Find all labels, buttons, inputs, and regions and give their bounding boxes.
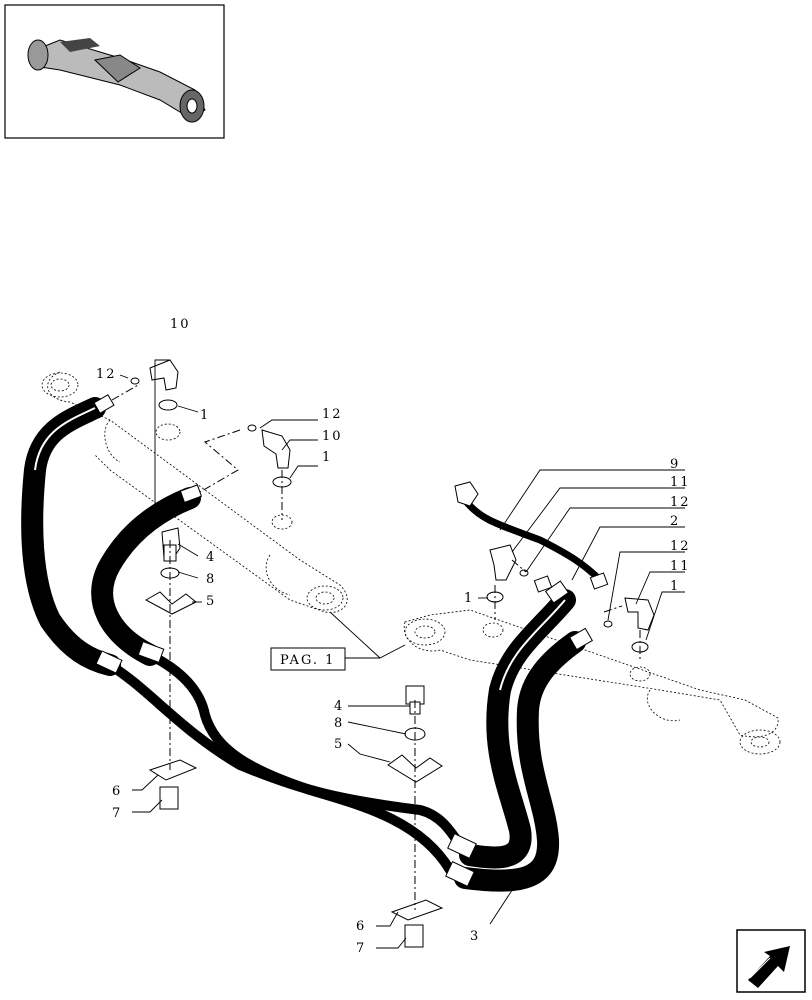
clamp-set-left: [144, 527, 198, 810]
callout-11a: 11: [670, 475, 691, 490]
small-parts: [130, 359, 655, 653]
callout-10a: 10: [170, 317, 191, 332]
callout-3: 3: [470, 929, 480, 944]
callout-1d: 1: [670, 579, 680, 594]
assembly-axes: [111, 383, 641, 910]
steel-pipes: [105, 496, 604, 875]
callout-4b: 4: [334, 699, 344, 714]
callout-11b: 11: [670, 559, 691, 574]
callout-4a: 4: [206, 550, 216, 565]
next-page-button[interactable]: [736, 929, 806, 993]
callout-1b: 1: [322, 450, 332, 465]
hose-fittings: [93, 394, 593, 887]
callout-12a: 12: [96, 367, 117, 382]
callout-1a: 1: [200, 408, 210, 423]
page-reference[interactable]: PAG. 1: [270, 647, 346, 671]
callout-12c: 12: [670, 495, 691, 510]
right-cylinder-outline: [403, 609, 781, 755]
callout-5b: 5: [334, 737, 344, 752]
callout-10b: 10: [322, 429, 343, 444]
callout-5a: 5: [206, 594, 216, 609]
callout-7a: 7: [112, 806, 122, 821]
front-axle-assembly-icon: [27, 38, 206, 123]
callout-9: 9: [670, 457, 680, 472]
callout-12d: 12: [670, 539, 691, 554]
rubber-hoses: [21, 397, 586, 892]
leader-lines: [119, 359, 685, 949]
callout-labels: 10 12 1 12 10 1 4 8 5 6 7 4 8 5 6 7 3 9 …: [96, 317, 691, 956]
page-reference-label: PAG. 1: [280, 653, 335, 668]
callout-6a: 6: [112, 784, 122, 799]
left-cylinder-outline: [41, 371, 348, 613]
callout-8b: 8: [334, 716, 344, 731]
callout-7b: 7: [356, 941, 366, 956]
callout-2: 2: [670, 514, 680, 529]
callout-1c: 1: [464, 591, 474, 606]
next-page-arrow-icon: [748, 946, 790, 988]
callout-6b: 6: [356, 919, 366, 934]
callout-12b: 12: [322, 407, 343, 422]
callout-8a: 8: [206, 572, 216, 587]
axle-thumbnail[interactable]: [4, 4, 225, 139]
